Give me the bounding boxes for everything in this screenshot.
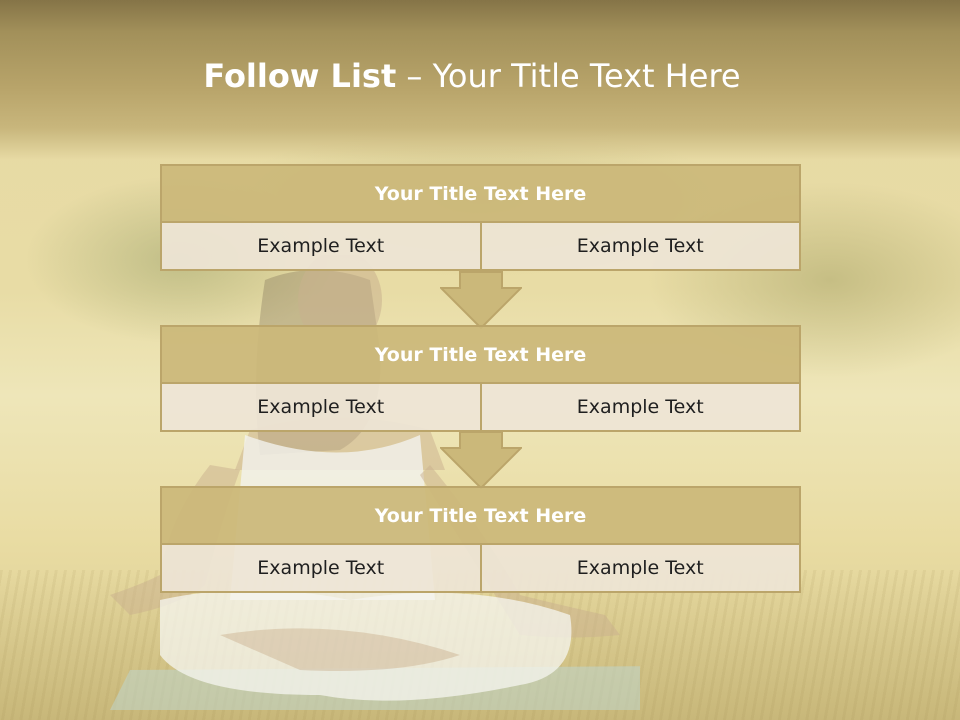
step-cell-right: Example Text [479, 223, 799, 269]
step-row: Example Text Example Text [162, 384, 799, 430]
step-row: Example Text Example Text [162, 545, 799, 591]
step-cell-left: Example Text [162, 384, 480, 430]
step-title: Your Title Text Here [162, 488, 799, 545]
step-box-2: Your Title Text Here Example Text Exampl… [160, 325, 801, 432]
slide-title: Follow List – Your Title Text Here [0, 52, 944, 100]
step-box-1: Your Title Text Here Example Text Exampl… [160, 164, 801, 271]
step-cell-left: Example Text [162, 223, 480, 269]
meditating-woman-image [110, 255, 640, 710]
step-row: Example Text Example Text [162, 223, 799, 269]
slide-title-bold: Follow List [203, 57, 397, 95]
header-band [0, 0, 960, 160]
down-arrow-icon [440, 431, 522, 489]
slide-title-rest: – Your Title Text Here [396, 57, 741, 95]
step-cell-left: Example Text [162, 545, 480, 591]
step-box-3: Your Title Text Here Example Text Exampl… [160, 486, 801, 593]
step-title: Your Title Text Here [162, 166, 799, 223]
step-cell-right: Example Text [479, 545, 799, 591]
step-cell-right: Example Text [479, 384, 799, 430]
step-title: Your Title Text Here [162, 327, 799, 384]
down-arrow-icon [440, 271, 522, 329]
